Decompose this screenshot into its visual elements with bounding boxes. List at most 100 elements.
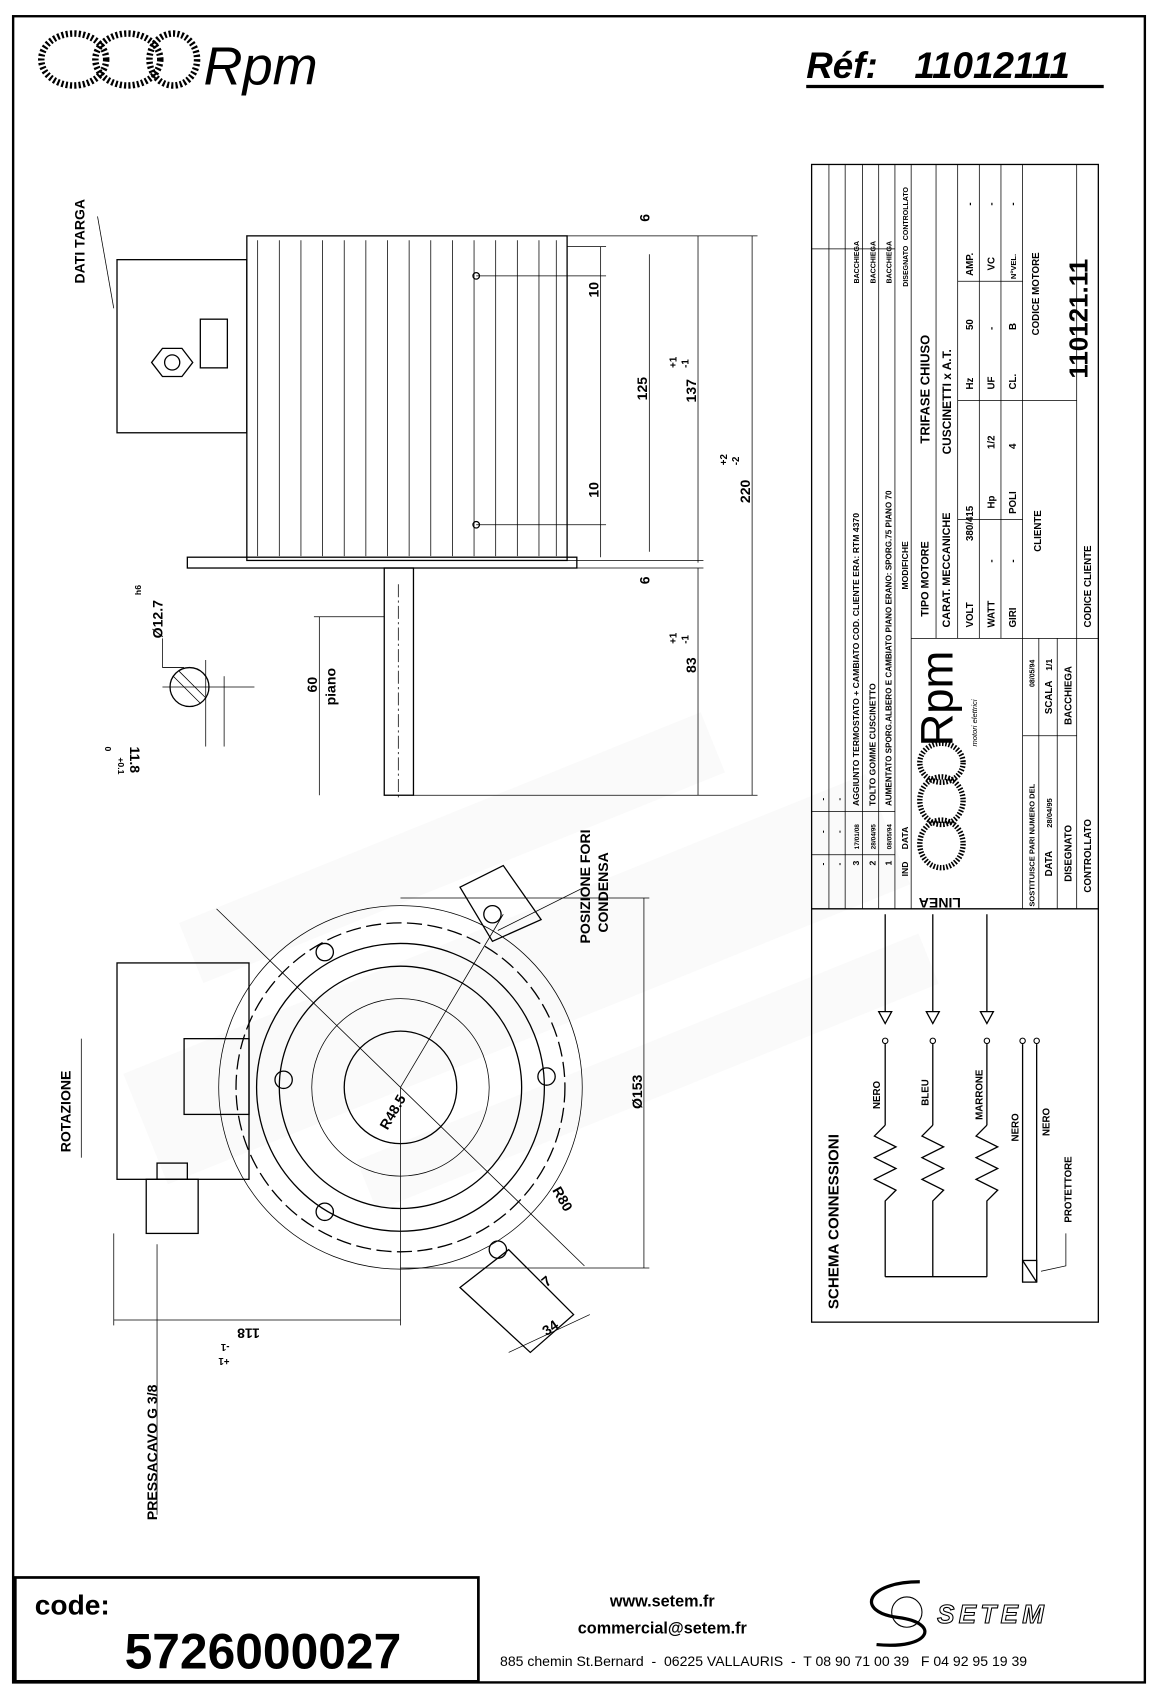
spec-volt-value: 380/415 xyxy=(965,505,976,541)
side-view: DATI TARGA 6 10 125 137 +1 -1 10 220 +2 … xyxy=(72,199,758,801)
title-block-brand-sub: motori elettrici xyxy=(970,699,979,746)
mod-row-1-text: - xyxy=(818,798,828,801)
reference-value: 11012111 xyxy=(914,45,1069,86)
mod-header-checked: CONTROLLATO xyxy=(903,187,910,241)
wire-label-bleu: BLEU xyxy=(920,1079,931,1105)
spec-hz-value: 50 xyxy=(965,319,976,330)
dim-body: 137 xyxy=(683,379,699,403)
dim-offset-tol-plus: +1 xyxy=(218,1355,230,1366)
dim-flat-label: piano xyxy=(323,668,339,706)
dim-overall: 220 xyxy=(737,479,753,503)
sheet-frame xyxy=(11,15,1147,1684)
dim-flat-length: 60 xyxy=(304,677,320,693)
dim-bottom-gap: 6 xyxy=(636,576,652,584)
dim-top-gap: 6 xyxy=(636,214,652,222)
footer-address: 885 chemin St.Bernard - 06225 VALLAURIS … xyxy=(500,1653,1027,1669)
rotation-label: ROTAZIONE xyxy=(57,1071,73,1153)
dim-r-outer: R80 xyxy=(549,1184,576,1214)
rpm-logo: Rpm xyxy=(38,30,318,96)
client-code-label: CODICE CLIENTE xyxy=(1083,545,1094,628)
coil-3-icon xyxy=(974,1124,1000,1277)
spec-watt-value: - xyxy=(986,559,997,562)
reference-label: Réf: xyxy=(806,45,878,86)
spec-poli-value: 4 xyxy=(1008,443,1019,449)
date-label: DATA xyxy=(1044,851,1055,877)
footer-website: www.setem.fr xyxy=(609,1593,716,1611)
spec-cl-value: B xyxy=(1008,323,1019,330)
mod-header-drawn: DISEGNATO xyxy=(903,245,910,287)
mod-row-3-text: AGGIUNTO TERMOSTATO + CAMBIATO COD. CLIE… xyxy=(851,513,861,806)
date-value: 28/04/95 xyxy=(1045,798,1054,827)
spec-uf-label: UF xyxy=(986,376,997,389)
code-value: 5726000027 xyxy=(125,1623,402,1679)
mod-row-5-ind: 1 xyxy=(884,861,894,866)
mod-row-3-date: 17/01/08 xyxy=(854,824,861,850)
motor-code: 110121.11 xyxy=(1064,259,1094,379)
mech-label: CARAT. MECCANICHE xyxy=(941,513,953,628)
spec-nvel-label: N°VEL. xyxy=(1009,254,1018,279)
mod-row-2-ind: - xyxy=(834,863,844,866)
client-label: CLIENTE xyxy=(1033,510,1044,552)
mod-row-5-by: BACCHIEGA xyxy=(887,241,894,283)
mech-value: CUSCINETTI x A.T. xyxy=(940,349,954,454)
schema-title: SCHEMA CONNESSIONI xyxy=(826,1134,843,1309)
footer-email: commercial@setem.fr xyxy=(578,1620,748,1638)
dim-flat-tol-minus: 0 xyxy=(103,747,113,752)
spec-hp-value: 1/2 xyxy=(986,435,997,449)
title-block-rpm-logo: Rpm motori elettrici xyxy=(911,651,979,871)
spec-giri-value: - xyxy=(1008,559,1019,562)
dim-small: 7 xyxy=(538,1272,554,1289)
dim-diameter: Ø153 xyxy=(629,1074,645,1109)
drain-label-1: POSIZIONE FORI xyxy=(577,830,593,944)
mod-row-1-ind: - xyxy=(818,863,828,866)
spec-nvel-value: - xyxy=(1008,202,1019,205)
replaces-label: SOSTITUISCE PARI NUMERO DEL xyxy=(1027,783,1036,906)
setem-swirl-icon xyxy=(869,1580,927,1647)
motor-type: TRIFASE CHIUSO xyxy=(918,335,933,444)
mod-row-3-ind: 3 xyxy=(851,861,861,866)
wire-label-nero: NERO xyxy=(872,1080,883,1109)
nameplate-label: DATI TARGA xyxy=(72,199,88,284)
mod-row-4-text: TOLTO GOMME CUSCINETTO xyxy=(867,683,877,806)
protector-wire-2: NERO xyxy=(1042,1108,1053,1137)
modifications-table: - - - - - - 3 17/01/08 AGGIUNTO TERMOSTA… xyxy=(818,187,910,877)
spec-vc-label: VC xyxy=(986,257,997,271)
dim-flat-tol-plus: +0.1 xyxy=(116,757,126,774)
mod-row-1-date: - xyxy=(818,830,828,833)
scale-value: 1/1 xyxy=(1044,659,1054,671)
brand-name: Rpm xyxy=(204,36,318,96)
line-label: LINEA xyxy=(919,895,961,911)
dim-offset: 118 xyxy=(237,1326,260,1342)
title-block: - - - - - - 3 17/01/08 AGGIUNTO TERMOSTA… xyxy=(810,163,1099,1323)
mod-header-text: MODIFICHE xyxy=(900,541,910,590)
watermark xyxy=(123,712,939,1211)
dim-lower-hole: 10 xyxy=(585,482,601,498)
spec-vc-value: - xyxy=(986,202,997,205)
spec-cl-label: CL. xyxy=(1008,374,1019,390)
shaft xyxy=(383,567,415,796)
cable-gland xyxy=(145,1162,199,1235)
mod-header-ind: IND xyxy=(900,861,910,876)
code-label: code: xyxy=(35,1589,110,1620)
dim-shaft-fit: h6 xyxy=(133,585,143,595)
spec-uf-value: - xyxy=(986,327,997,330)
spec-poli-label: POLI xyxy=(1008,491,1019,514)
mod-row-4-by: BACCHIEGA xyxy=(870,241,877,283)
mod-row-4-ind: 2 xyxy=(867,861,877,866)
checked-label: CONTROLLATO xyxy=(1083,819,1094,893)
scale-label: SCALA xyxy=(1044,681,1055,714)
dim-shaft: 83 xyxy=(683,657,699,673)
motor-type-label: TIPO MOTORE xyxy=(919,541,931,616)
spec-hp-label: Hp xyxy=(986,495,997,508)
spec-amp-label: AMP. xyxy=(965,253,976,276)
drawn-label: DISEGNATO xyxy=(1063,824,1074,881)
motor-code-label: CODICE MOTORE xyxy=(1031,252,1042,335)
terminal-box xyxy=(116,259,248,434)
protector-wire-1: NERO xyxy=(1010,1113,1021,1142)
mod-row-5-date: 08/05/94 xyxy=(887,824,894,850)
coil-1-icon xyxy=(872,1124,898,1277)
dim-body-inner: 125 xyxy=(634,377,650,401)
mod-row-4-date: 28/04/95 xyxy=(870,824,877,850)
footer: code: 5726000027 www.setem.fr commercial… xyxy=(13,1576,1044,1683)
